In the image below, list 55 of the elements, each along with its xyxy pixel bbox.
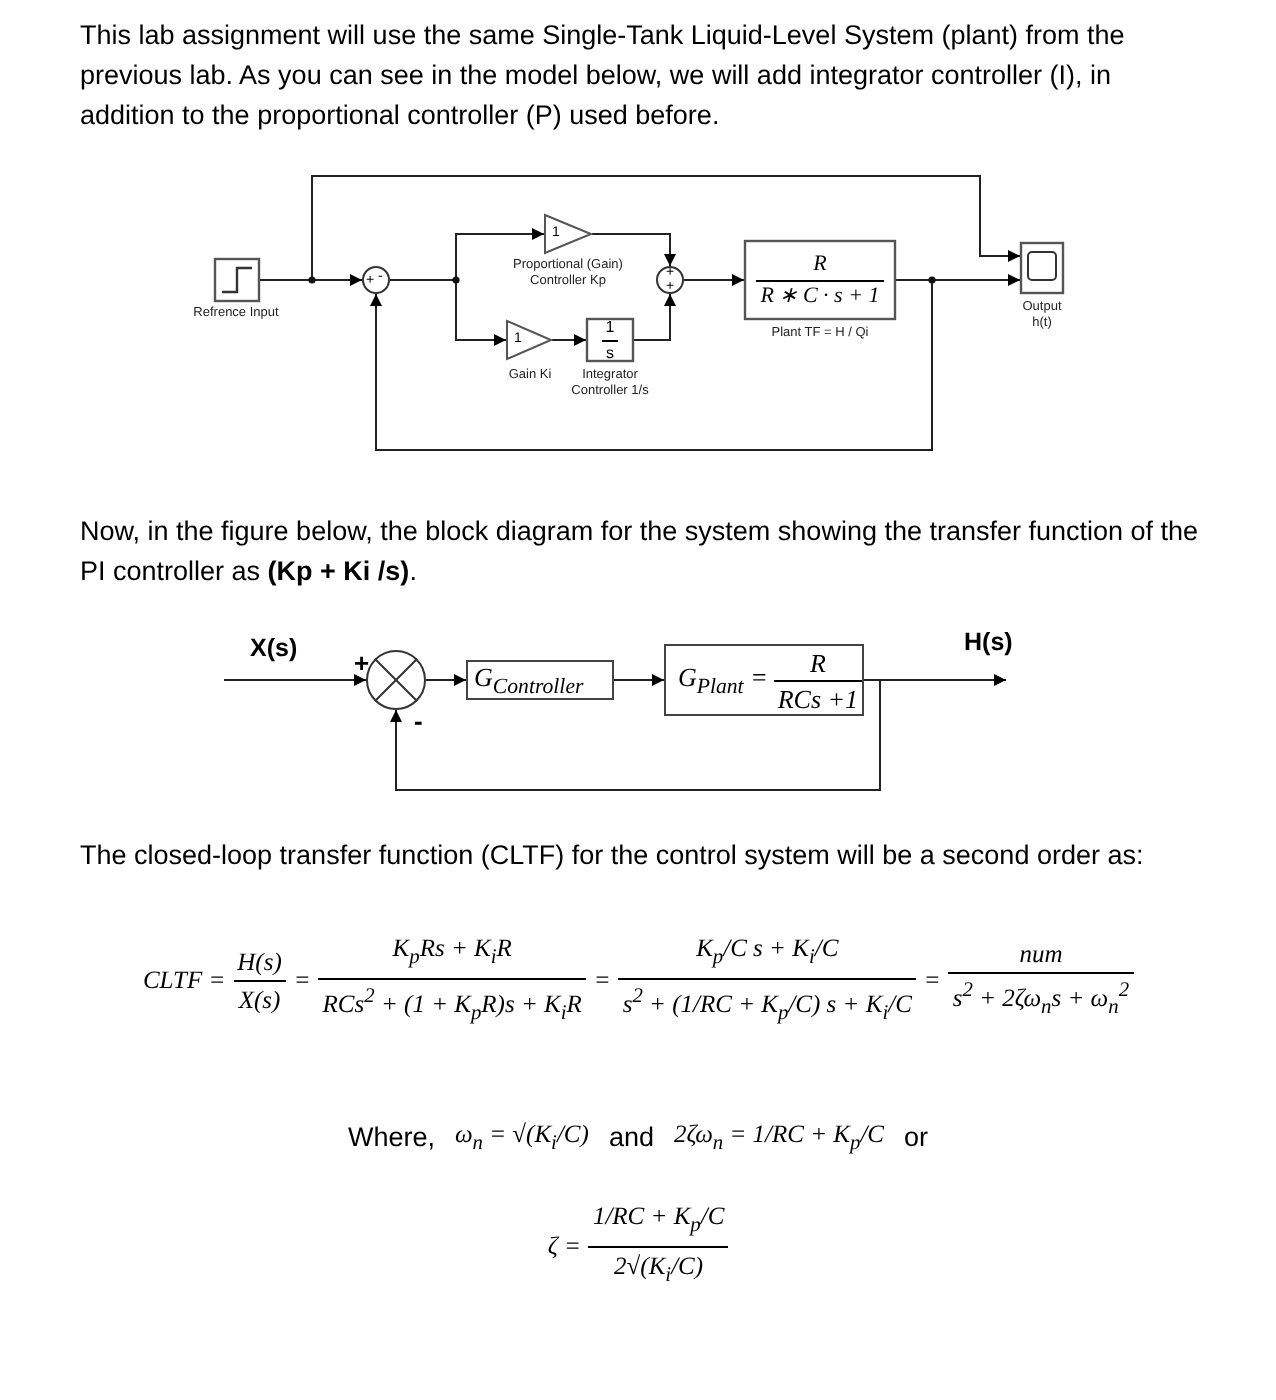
arrow xyxy=(389,279,507,346)
equation-term: = xyxy=(923,966,941,997)
equation-term: = xyxy=(593,966,611,997)
denominator: RCs$^{2}$ + (1 + K$_{p}$R)s + K$_{i}$R xyxy=(320,983,584,1029)
equation-term: = xyxy=(293,966,311,997)
numerator: 1/RC + K$_{p}$/C xyxy=(588,1200,729,1247)
denominator: R ∗ C · s + 1 xyxy=(758,281,882,309)
equation-term: ζ = xyxy=(547,1231,581,1261)
paragraph: The closed-loop transfer function (CLTF) for the control system will be a second order as: xyxy=(80,838,1146,874)
text-label: Where, xyxy=(347,1122,435,1153)
equation-term: CLTF = xyxy=(142,966,226,997)
arrow xyxy=(390,679,881,791)
controller-block xyxy=(466,660,614,700)
arrow xyxy=(370,279,933,451)
equation-term: 2ζω$_{n}$ = 1/RC + K$_{p}$/C xyxy=(673,1120,885,1155)
gain-triangle xyxy=(544,214,592,254)
denominator: s xyxy=(603,341,616,363)
signal-label: X(s) xyxy=(248,634,300,662)
sum-block xyxy=(656,266,684,294)
summing-junction xyxy=(366,650,426,710)
arrow xyxy=(223,674,367,686)
denominator: 2√(K$_{i}$/C) xyxy=(612,1249,706,1290)
numerator: num xyxy=(948,937,1134,974)
numerator: 1 xyxy=(601,317,619,341)
gain-triangle xyxy=(506,320,552,360)
numerator: R xyxy=(773,647,863,681)
sign-label: - xyxy=(414,708,423,734)
numerator: K$_{p}$/C s + K$_{i}$/C xyxy=(618,932,916,979)
arrow xyxy=(683,274,745,286)
numerator: R xyxy=(756,251,884,281)
numerator: K$_{p}$Rs + K$_{i}$R xyxy=(318,932,586,979)
signal-label: H(s) xyxy=(962,628,1015,656)
scope-block xyxy=(1020,242,1064,294)
block-label: G$_{Controller}$ xyxy=(474,661,584,699)
plant-block xyxy=(744,240,896,320)
arrow xyxy=(425,674,467,686)
text-label: and xyxy=(608,1122,654,1153)
text-label: or xyxy=(904,1122,929,1153)
paragraph: Now, in the figure below, the block diagram for the system showing the transfer function of the PI controller as (Kp + Ki /s). xyxy=(80,514,1200,590)
sum-block xyxy=(362,266,390,294)
intro-paragraph: This lab assignment will use the same Single-Tank Liquid-Level System (plant) from the previous lab. As you can see in the model below, we will add integrator controller (I), in addition to the proportional controller (P) used before. xyxy=(80,18,1127,134)
arrow xyxy=(613,674,665,686)
numerator: H(s) xyxy=(233,946,286,983)
sign-label: + xyxy=(354,650,370,676)
arrow xyxy=(633,293,676,341)
denominator: X(s) xyxy=(236,984,283,1017)
denominator: RCs +1 xyxy=(775,681,861,713)
integrator-block xyxy=(586,318,634,362)
transfer-function-term: G$_{Plant}$ = xyxy=(677,661,768,699)
denominator: s$^{2}$ + (1/RC + K$_{p}$/C) s + K$_{i}$/C xyxy=(620,983,914,1029)
equation-term: ω$_{n}$ = √(K$_{i}$/C) xyxy=(454,1120,589,1155)
step-block xyxy=(214,258,260,302)
plant-block xyxy=(664,644,864,716)
arrow xyxy=(551,334,587,346)
arrow xyxy=(591,233,676,267)
